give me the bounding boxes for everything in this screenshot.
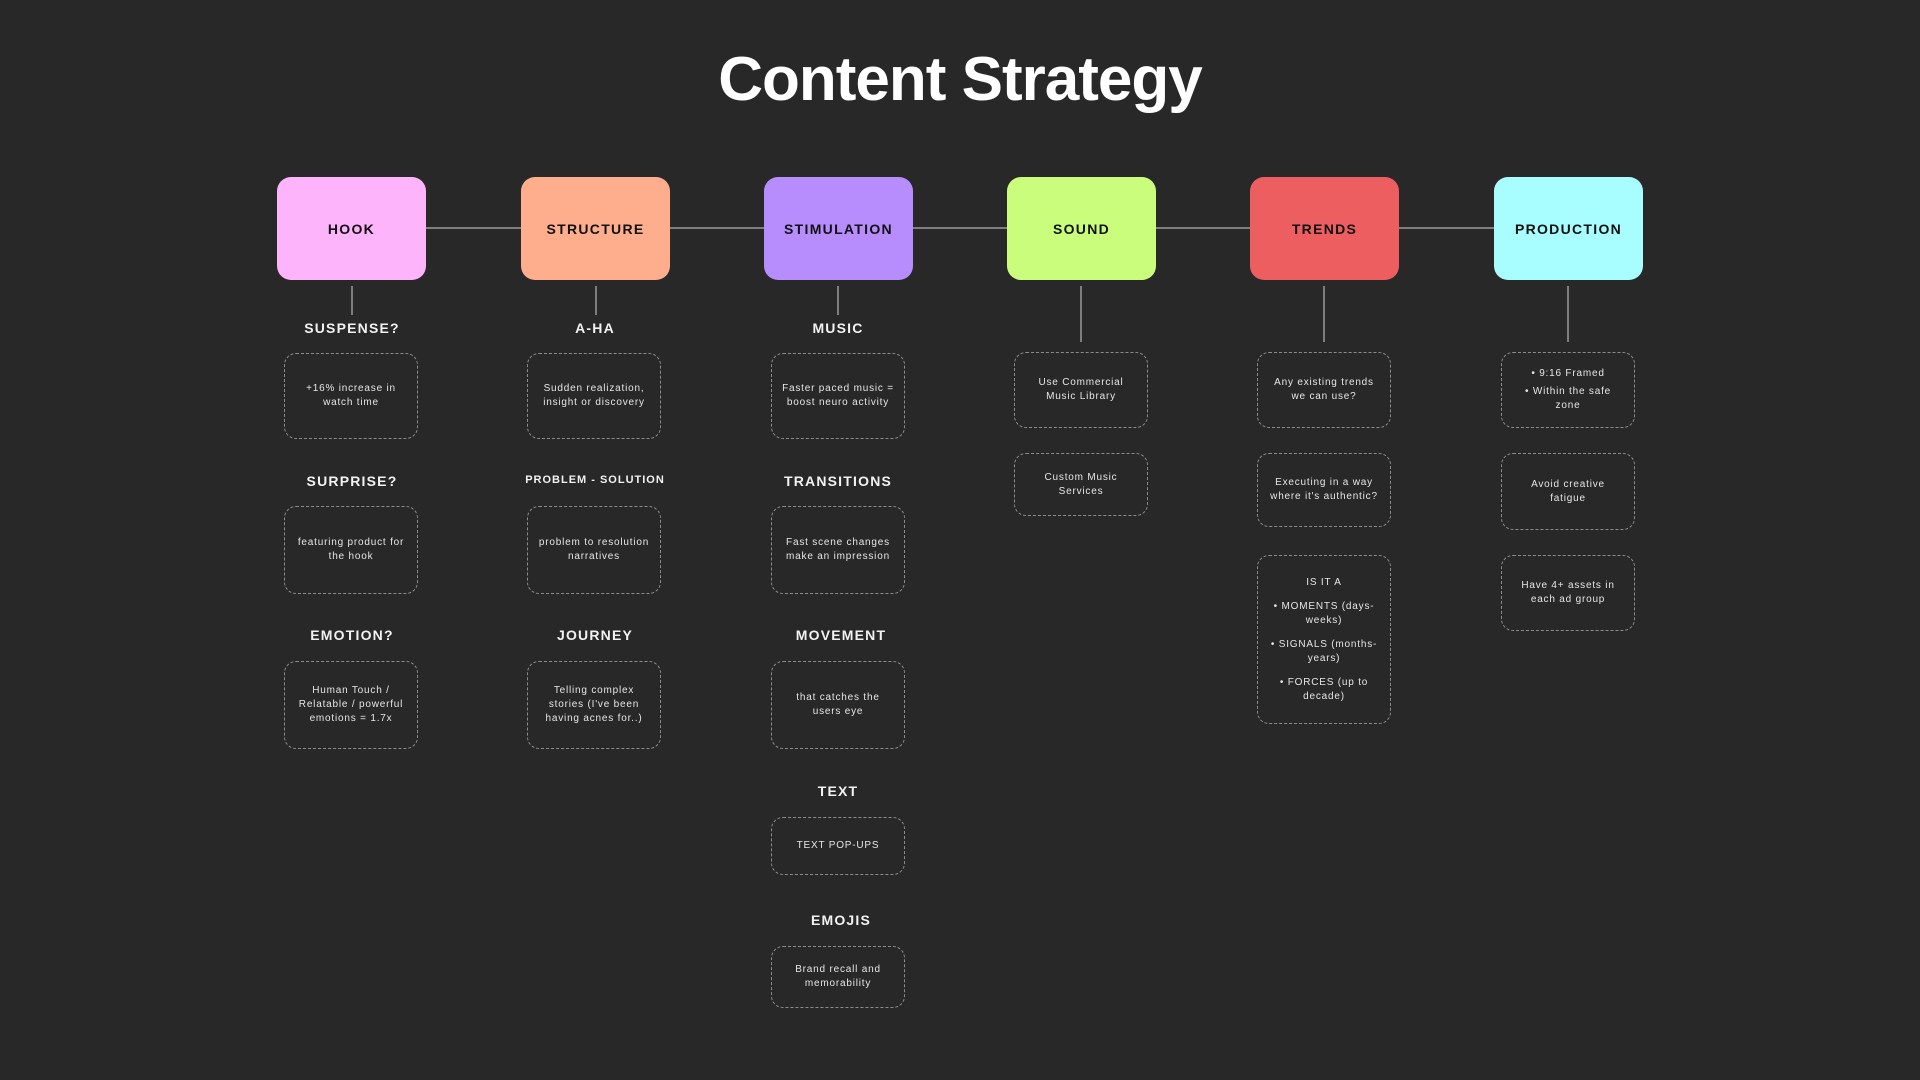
note-text: • FORCES (up to decade) bbox=[1279, 676, 1369, 702]
note-text: featuring product for the hook bbox=[297, 537, 405, 562]
stimulation-note-text: TEXT POP-UPS bbox=[771, 817, 905, 875]
stimulation-note-music: Faster paced music = boost neuro activit… bbox=[771, 353, 905, 439]
note-text: TEXT POP-UPS bbox=[796, 840, 880, 851]
category-structure: STRUCTURE bbox=[521, 177, 670, 280]
category-hook-label: HOOK bbox=[327, 220, 376, 237]
note-text: • 9:16 Framed bbox=[1531, 368, 1605, 379]
structure-heading-problem-solution: PROBLEM - SOLUTION bbox=[525, 474, 665, 486]
category-trends: TRENDS bbox=[1250, 177, 1399, 280]
category-sound-label: SOUND bbox=[1052, 220, 1111, 237]
note-text: Executing in a way where it's authentic? bbox=[1270, 477, 1378, 502]
structure-heading-aha: A-HA bbox=[575, 320, 615, 336]
note-text: Brand recall and memorability bbox=[795, 964, 881, 989]
note-text: Sudden realization, insight or discovery bbox=[543, 383, 645, 408]
note-text: Avoid creative fatigue bbox=[1531, 478, 1605, 504]
hook-note-surprise: featuring product for the hook bbox=[284, 506, 418, 594]
note-text: IS IT A bbox=[1306, 576, 1342, 588]
category-production-label: PRODUCTION bbox=[1514, 220, 1623, 237]
note-text: that catches the users eye bbox=[796, 692, 880, 717]
trends-note-authentic: Executing in a way where it's authentic? bbox=[1257, 453, 1391, 527]
category-stimulation: STIMULATION bbox=[764, 177, 913, 280]
note-text: problem to resolution narratives bbox=[538, 537, 650, 562]
stimulation-heading-movement: MOVEMENT bbox=[795, 627, 887, 643]
note-text: Human Touch / Relatable / powerful emoti… bbox=[298, 685, 404, 724]
note-text: Telling complex stories (I've been havin… bbox=[545, 685, 643, 724]
stimulation-note-emojis: Brand recall and memorability bbox=[771, 946, 905, 1008]
category-sound: SOUND bbox=[1007, 177, 1156, 280]
category-structure-label: STRUCTURE bbox=[546, 220, 645, 237]
category-production: PRODUCTION bbox=[1494, 177, 1643, 280]
note-text: • SIGNALS (months- years) bbox=[1270, 638, 1378, 664]
hook-heading-suspense: SUSPENSE? bbox=[304, 320, 400, 336]
hook-heading-emotion: EMOTION? bbox=[310, 627, 394, 643]
production-note-assets: Have 4+ assets in each ad group bbox=[1501, 555, 1635, 631]
note-text: • MOMENTS (days- weeks) bbox=[1273, 600, 1375, 626]
page-title: Content Strategy bbox=[718, 45, 1202, 114]
note-text: +16% increase in watch time bbox=[306, 383, 396, 408]
structure-note-problem-solution: problem to resolution narratives bbox=[527, 506, 661, 594]
structure-heading-journey: JOURNEY bbox=[556, 627, 634, 643]
hook-heading-surprise: SURPRISE? bbox=[306, 473, 398, 489]
note-text: Use Commercial Music Library bbox=[1038, 377, 1124, 402]
stimulation-heading-transitions: TRANSITIONS bbox=[783, 473, 893, 489]
category-hook: HOOK bbox=[277, 177, 426, 280]
note-text: Faster paced music = boost neuro activit… bbox=[782, 383, 894, 408]
production-note-framing: • 9:16 Framed • Within the safe zone bbox=[1501, 352, 1635, 428]
production-note-fatigue: Avoid creative fatigue bbox=[1501, 453, 1635, 530]
note-text: Any existing trends we can use? bbox=[1274, 377, 1374, 402]
category-stimulation-label: STIMULATION bbox=[784, 220, 893, 237]
sound-note-custom-services: Custom Music Services bbox=[1014, 453, 1148, 516]
hook-note-emotion: Human Touch / Relatable / powerful emoti… bbox=[284, 661, 418, 749]
note-text: Fast scene changes make an impression bbox=[786, 537, 890, 562]
stimulation-heading-music: MUSIC bbox=[812, 320, 864, 336]
stimulation-heading-emojis: EMOJIS bbox=[810, 912, 872, 928]
stimulation-note-transitions: Fast scene changes make an impression bbox=[771, 506, 905, 594]
note-text: Have 4+ assets in each ad group bbox=[1521, 580, 1615, 605]
hook-note-suspense: +16% increase in watch time bbox=[284, 353, 418, 439]
category-trends-label: TRENDS bbox=[1291, 220, 1358, 237]
stimulation-heading-text: TEXT bbox=[817, 783, 859, 799]
stimulation-note-movement: that catches the users eye bbox=[771, 661, 905, 749]
structure-note-journey: Telling complex stories (I've been havin… bbox=[527, 661, 661, 749]
note-text: Custom Music Services bbox=[1044, 471, 1118, 497]
note-text: • Within the safe zone bbox=[1524, 386, 1612, 411]
structure-note-aha: Sudden realization, insight or discovery bbox=[527, 353, 661, 439]
sound-note-commercial-library: Use Commercial Music Library bbox=[1014, 352, 1148, 428]
trends-note-existing: Any existing trends we can use? bbox=[1257, 352, 1391, 428]
trends-note-timescales: IS IT A • MOMENTS (days- weeks) • SIGNAL… bbox=[1257, 555, 1391, 724]
